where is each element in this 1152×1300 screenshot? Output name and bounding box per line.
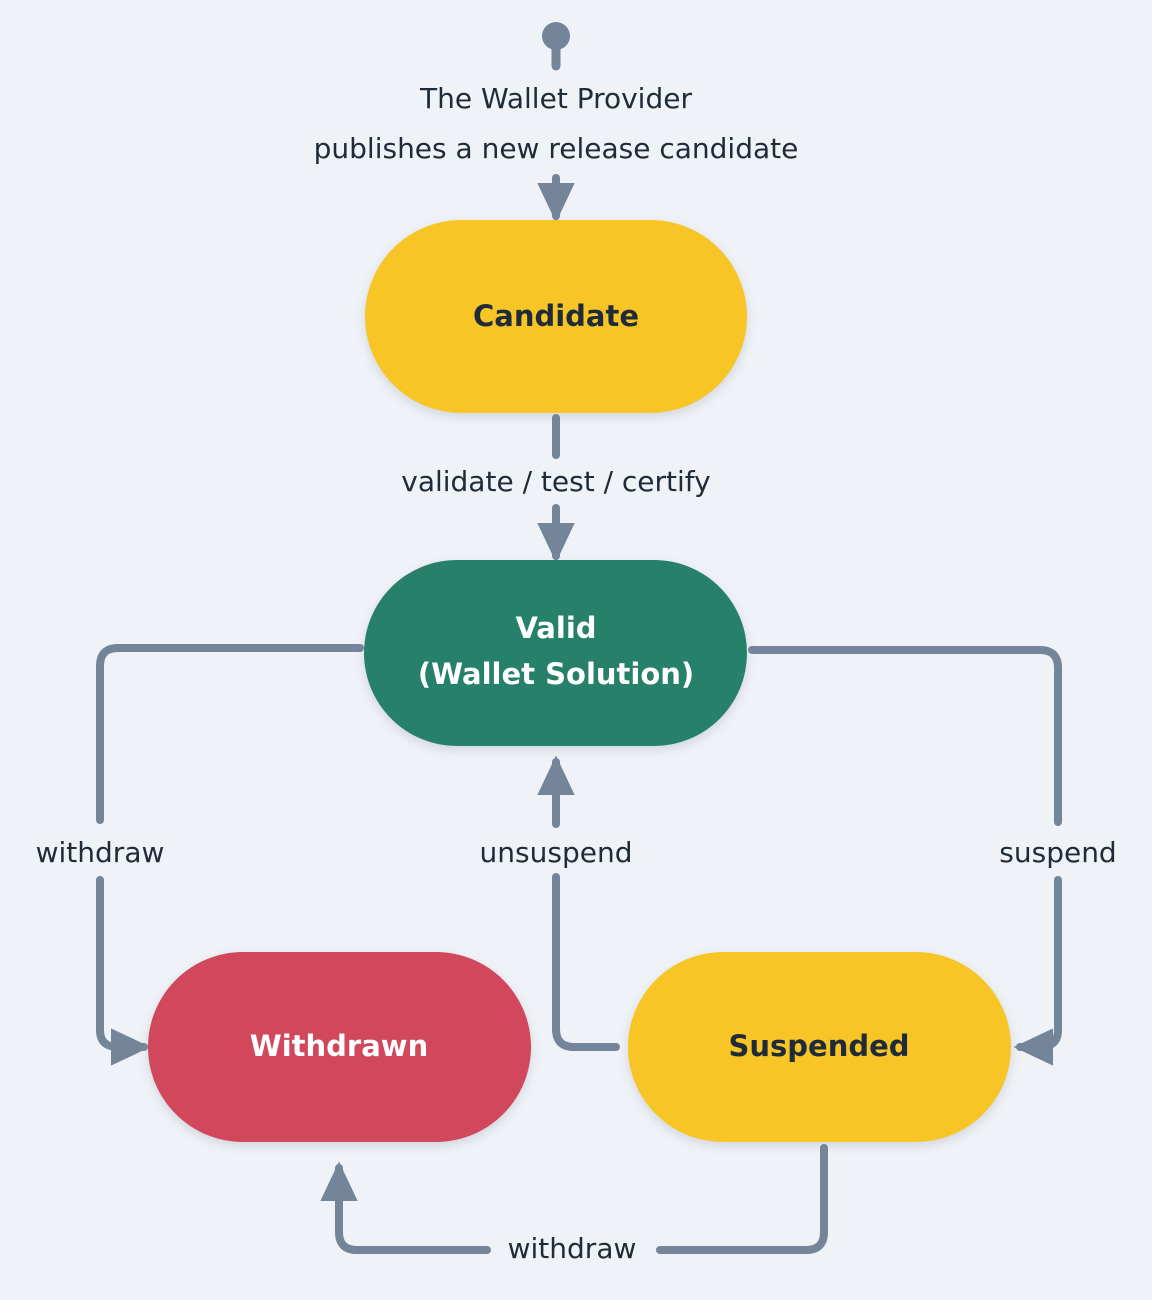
edge-label-withdraw-bottom: withdraw <box>508 1232 637 1265</box>
node-suspended-shape <box>628 952 1011 1142</box>
node-withdrawn-shape <box>148 952 531 1142</box>
node-withdrawn-label: Withdrawn <box>250 1029 429 1063</box>
edge-suspended-to-withdrawn-left <box>320 1161 491 1254</box>
edge-valid-to-withdrawn-lower <box>96 876 151 1066</box>
node-candidate-shape <box>365 220 747 413</box>
node-valid-shape <box>364 560 747 746</box>
edge-valid-to-withdrawn-upper <box>96 644 364 824</box>
node-valid-label-line-1: Valid <box>515 611 596 645</box>
node-withdrawn[interactable]: Withdrawn <box>148 952 531 1142</box>
edge-label-suspend: suspend <box>999 836 1116 869</box>
edge-valid-to-suspended-lower <box>1013 876 1062 1066</box>
node-candidate[interactable]: Candidate <box>365 220 747 413</box>
start-note-line-2: publishes a new release candidate <box>314 132 799 165</box>
node-valid-label-line-2: (Wallet Solution) <box>418 657 694 691</box>
edge-suspended-to-withdrawn-right <box>656 1144 828 1254</box>
start-marker <box>542 22 570 71</box>
node-suspended[interactable]: Suspended <box>628 952 1011 1142</box>
node-candidate-label: Candidate <box>473 299 639 333</box>
start-note-line-1: The Wallet Provider <box>419 82 692 115</box>
edge-label-withdraw-left: withdraw <box>36 836 165 869</box>
edge-label-validate: validate / test / certify <box>401 465 711 498</box>
edge-suspended-to-valid-lower <box>552 873 620 1051</box>
node-suspended-label: Suspended <box>728 1029 909 1063</box>
edge-valid-to-suspended-upper <box>748 646 1062 826</box>
node-valid[interactable]: Valid (Wallet Solution) <box>364 560 747 746</box>
edge-label-unsuspend: unsuspend <box>480 836 633 869</box>
